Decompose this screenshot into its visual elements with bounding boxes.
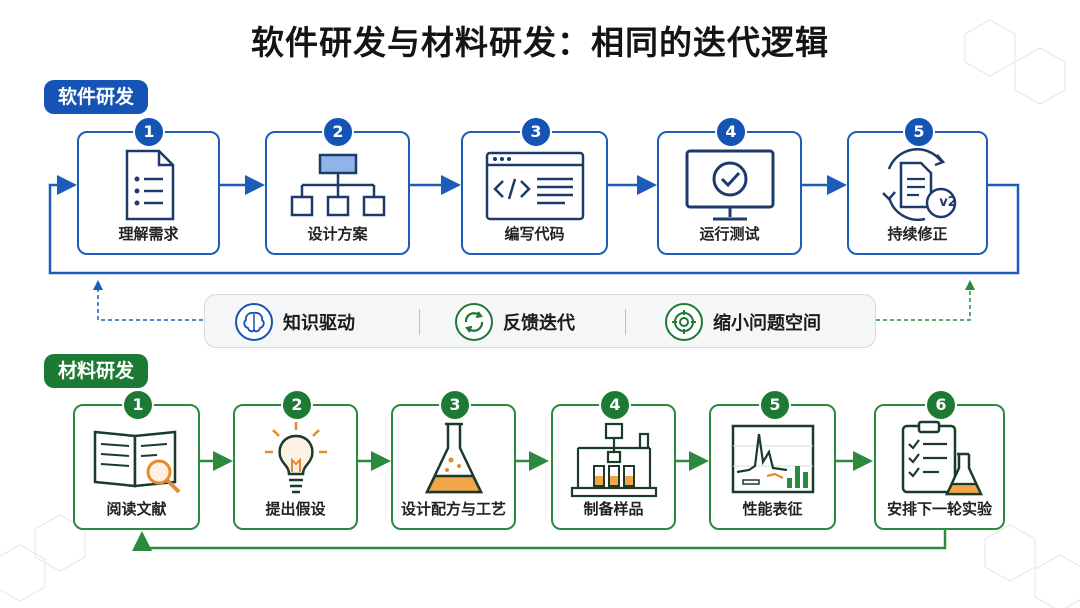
step-label: 运行测试: [699, 225, 760, 243]
materials-step-2: 提出假设: [233, 404, 358, 530]
brain-icon: [243, 311, 265, 333]
step-number-badge: 4: [715, 116, 747, 148]
step-label: 持续修正: [887, 225, 948, 243]
step-label: 设计方案: [307, 225, 368, 243]
step-label: 制备样品: [583, 500, 644, 518]
spectrum-chart-icon: [731, 424, 814, 494]
divider: [419, 309, 420, 335]
step-label: 性能表征: [742, 500, 803, 518]
software-step-2: 设计方案: [265, 131, 410, 255]
step-number-badge: 2: [281, 389, 313, 421]
materials-step-3: 设计配方与工艺: [391, 404, 516, 530]
materials-step-4: 制备样品: [551, 404, 676, 530]
step-label: 设计配方与工艺: [400, 500, 506, 518]
flask-icon: [424, 422, 483, 494]
step-number-badge: 6: [925, 389, 957, 421]
lab-equipment-icon: [570, 422, 657, 498]
step-label: 阅读文献: [106, 500, 167, 518]
principle-knowledge: 知识驱动: [235, 303, 355, 341]
document-list-icon: [125, 149, 174, 221]
lightbulb-icon: [264, 422, 327, 494]
document-cycle-v2-icon: [881, 148, 956, 222]
principle-narrow-space: 缩小问题空间: [665, 303, 821, 341]
code-window-icon: [485, 151, 584, 221]
step-number-badge: 1: [133, 116, 165, 148]
hierarchy-diagram-icon: [290, 153, 385, 217]
shared-principles-bar: 知识驱动 反馈迭代 缩小问题空间: [204, 294, 876, 348]
principle-label: 缩小问题空间: [713, 313, 821, 334]
software-section-label: 软件研发: [44, 80, 149, 114]
step-number-badge: 3: [520, 116, 552, 148]
software-step-3: 编写代码: [461, 131, 608, 255]
target-icon: [672, 310, 696, 334]
divider: [625, 309, 626, 335]
software-step-4: 运行测试: [657, 131, 802, 255]
step-number-badge: 2: [322, 116, 354, 148]
step-label: 理解需求: [118, 225, 179, 243]
page-title: 软件研发与材料研发：相同的迭代逻辑: [251, 23, 829, 62]
software-step-1: 理解需求: [77, 131, 220, 255]
principle-feedback: 反馈迭代: [455, 303, 575, 341]
version-badge-text: v2: [939, 195, 957, 210]
materials-step-1: 阅读文献: [73, 404, 200, 530]
materials-step-5: 性能表征: [709, 404, 836, 530]
step-label: 提出假设: [265, 500, 326, 518]
monitor-check-icon: [685, 149, 774, 221]
materials-step-6: 安排下一轮实验: [874, 404, 1005, 530]
cycle-arrows-icon: [464, 311, 484, 333]
checklist-flask-icon: [901, 420, 983, 496]
step-label: 安排下一轮实验: [886, 500, 992, 518]
step-number-badge: 3: [439, 389, 471, 421]
materials-section-label: 材料研发: [44, 354, 149, 388]
step-number-badge: 4: [599, 389, 631, 421]
software-step-5: v2 持续修正: [847, 131, 988, 255]
step-number-badge: 5: [903, 116, 935, 148]
principle-label: 知识驱动: [283, 313, 355, 334]
step-number-badge: 1: [122, 389, 154, 421]
step-label: 编写代码: [504, 225, 565, 243]
step-number-badge: 5: [759, 389, 791, 421]
principle-label: 反馈迭代: [503, 313, 575, 334]
book-magnifier-icon: [93, 430, 180, 494]
